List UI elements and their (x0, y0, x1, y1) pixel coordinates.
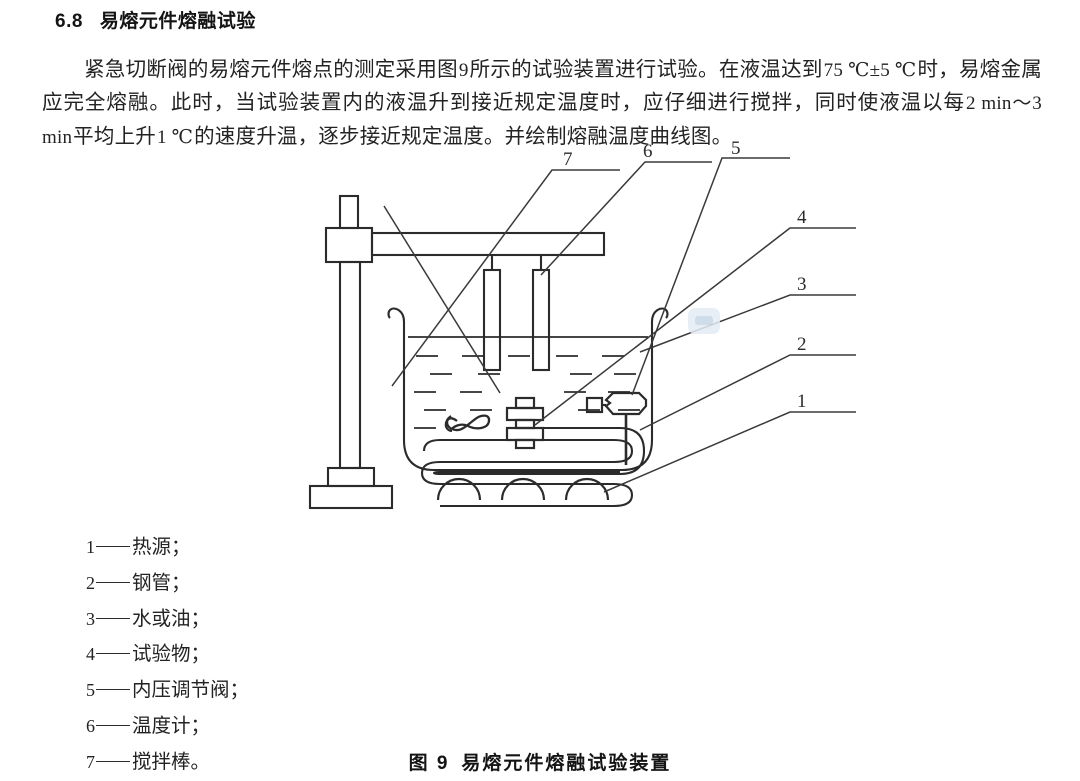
callout-label-1: 1 (797, 391, 807, 412)
legend-item-key: 3 (86, 608, 95, 629)
legend-item: 3 水或油； (86, 602, 249, 638)
legend-item-dash (96, 546, 130, 547)
paragraph-latin-run: 2 min～3 min (42, 93, 1042, 148)
section-title: 易熔元件熔融试验 (99, 10, 256, 32)
figure-caption-title: 易熔元件熔融试验装置 (461, 752, 672, 774)
paragraph-cjk-run: 时，易熔金属应完全熔融。此时，当试验装置内的液温升到接近规定温度时，应仔细进行搅… (42, 58, 1042, 115)
legend-item-dash (96, 724, 130, 726)
paragraph-latin-run: 9 (458, 59, 469, 81)
legend-item: 4 试验物； (86, 637, 249, 673)
legend-item-label: 内压调节阀； (132, 680, 250, 702)
paragraph-cjk-run: 紧急切断阀的易熔元件熔点的测定采用图 (84, 58, 458, 81)
legend-item-label: 水或油； (132, 608, 211, 630)
support-stand (308, 194, 394, 510)
legend-item-key: 1 (86, 537, 95, 557)
legend-item-label: 热源； (132, 537, 191, 558)
legend-item: 1 热源； (86, 530, 249, 566)
paragraph-cjk-run: 平均上升 (73, 125, 156, 148)
legend-item-label: 搅拌棒。 (132, 751, 211, 773)
steel-pipe-heating-coil (420, 426, 646, 508)
legend-item: 5 内压调节阀； (86, 673, 249, 709)
stirrer-propeller (444, 414, 491, 433)
callout-label-4: 4 (797, 207, 807, 228)
legend-item-dash (96, 760, 130, 762)
legend-item-dash (96, 617, 130, 619)
callout-label-7: 7 (563, 149, 573, 170)
thermometer-rod (531, 268, 551, 372)
callout-label-5: 5 (731, 140, 741, 159)
paragraph-latin-run: 75 ℃±5 ℃ (823, 59, 917, 81)
callout-leader-lines (383, 157, 856, 493)
legend-item-label: 温度计； (132, 715, 211, 737)
legend-item-dash (96, 653, 130, 655)
liquid-tank (387, 307, 669, 472)
legend-item-key: 4 (86, 644, 95, 665)
legend-item-label: 钢管； (132, 572, 191, 594)
body-paragraph: 紧急切断阀的易熔元件熔点的测定采用图9所示的试验装置进行试验。在液温达到75 ℃… (42, 54, 1042, 155)
legend-item-dash (96, 689, 130, 691)
section-number: 6.8 (55, 11, 83, 32)
stirrer-rod (482, 268, 502, 372)
legend-item-key: 7 (86, 751, 95, 772)
section-heading: 6.8 易熔元件熔融试验 (55, 6, 256, 33)
callout-label-6: 6 (643, 141, 653, 162)
legend-item: 7 搅拌棒。 (86, 745, 249, 781)
legend-item-dash (96, 581, 130, 583)
legend-item-key: 5 (86, 680, 95, 701)
legend-item-key: 6 (86, 715, 95, 736)
figure-legend-list: 1 热源； 2 钢管； 3 水或油； 4 试验物； 5 内压调节阀； 6 温度计； 7 搅拌棒。 (86, 530, 249, 781)
legend-item: 6 温度计； (86, 709, 249, 745)
figure-caption-number: 图 9 (408, 753, 450, 774)
page-watermark (688, 308, 720, 334)
callout-numbers: 7 6 5 4 3 2 1 (563, 140, 807, 412)
figure-apparatus-diagram: 7 6 5 4 3 2 1 (0, 140, 1080, 520)
apparatus-svg: 7 6 5 4 3 2 1 (308, 140, 856, 510)
legend-item-label: 试验物； (132, 644, 211, 666)
horizontal-crossbar (370, 231, 606, 270)
callout-label-3: 3 (797, 274, 807, 295)
figure-caption: 图 9 易熔元件熔融试验装置 (0, 748, 1080, 775)
paragraph-latin-run: 1 ℃ (156, 126, 194, 148)
paragraph-text: 紧急切断阀的易熔元件熔点的测定采用图9所示的试验装置进行试验。在液温达到75 ℃… (42, 59, 1042, 148)
pressure-regulating-valve (585, 391, 648, 465)
callout-label-2: 2 (797, 334, 807, 355)
legend-item: 2 钢管； (86, 566, 249, 602)
paragraph-cjk-run: 的速度升温，逐步接近规定温度。并绘制熔融温度曲线图。 (194, 125, 733, 148)
paragraph-cjk-run: 所示的试验装置进行试验。在液温达到 (469, 58, 823, 81)
legend-item-key: 2 (86, 572, 95, 593)
heat-source-flames (436, 477, 610, 501)
